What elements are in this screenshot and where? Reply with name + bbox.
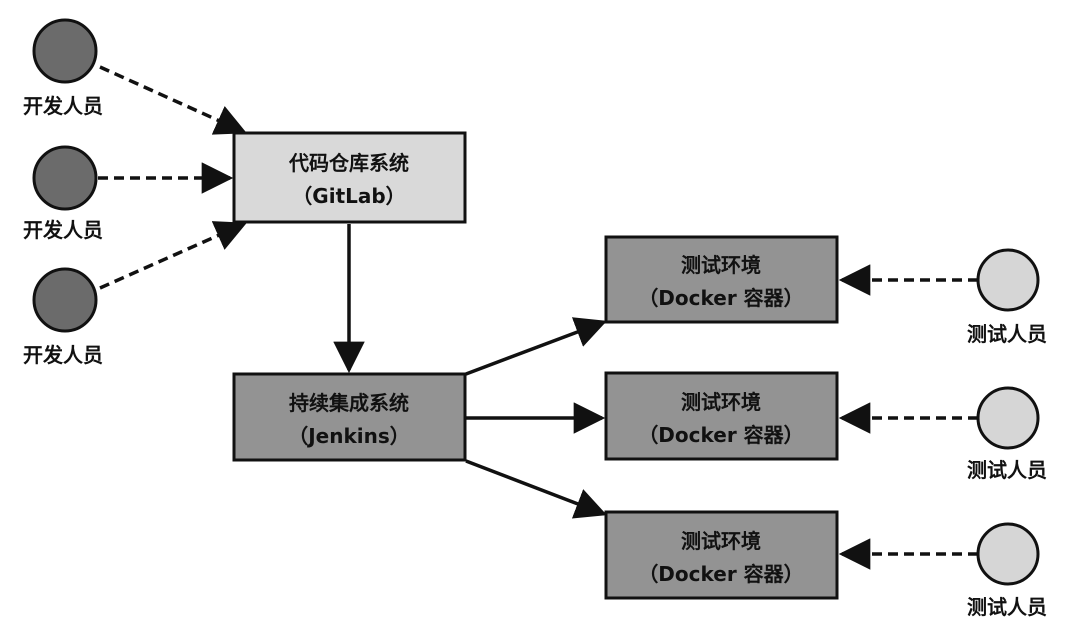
tester-node — [976, 248, 1040, 312]
developer-1: 开发人员 — [23, 18, 103, 118]
gitlab-box — [232, 131, 467, 224]
environment-title: 测试环境 — [681, 390, 761, 414]
edge-developer-1-to-gitlab — [99, 65, 247, 135]
tester-3: 测试人员 — [967, 522, 1047, 619]
developer-label: 开发人员 — [23, 94, 103, 118]
environment-box — [604, 510, 839, 600]
developer-node — [32, 18, 98, 84]
tester-node — [976, 522, 1040, 586]
developer-label: 开发人员 — [23, 343, 103, 367]
environment-2: 测试环境 （Docker 容器） — [604, 371, 839, 461]
developer-node — [32, 145, 98, 211]
developer-2: 开发人员 — [23, 145, 103, 242]
developer-node — [32, 267, 98, 333]
environment-3: 测试环境 （Docker 容器） — [604, 510, 839, 600]
jenkins-box — [232, 372, 467, 462]
jenkins-node: 持续集成系统 （Jenkins） — [232, 372, 467, 462]
developer-3: 开发人员 — [23, 267, 103, 367]
jenkins-subtitle: （Jenkins） — [288, 424, 410, 448]
edge-developer-3-to-gitlab — [99, 221, 247, 290]
environment-box — [604, 235, 839, 324]
jenkins-title: 持续集成系统 — [289, 391, 409, 415]
environment-box — [604, 371, 839, 461]
edge-jenkins-to-env-1 — [465, 317, 607, 376]
tester-label: 测试人员 — [967, 458, 1047, 482]
environment-subtitle: （Docker 容器） — [638, 562, 803, 586]
edges — [98, 65, 978, 570]
edge-jenkins-to-env-3 — [465, 459, 607, 519]
tester-label: 测试人员 — [967, 595, 1047, 619]
tester-label: 测试人员 — [967, 322, 1047, 346]
gitlab-title: 代码仓库系统 — [288, 151, 409, 175]
tester-1: 测试人员 — [967, 248, 1047, 346]
environment-title: 测试环境 — [681, 253, 761, 277]
environment-title: 测试环境 — [681, 529, 761, 553]
gitlab-subtitle: （GitLab） — [292, 184, 405, 208]
environment-1: 测试环境 （Docker 容器） — [604, 235, 839, 324]
developer-label: 开发人员 — [23, 218, 103, 242]
environment-subtitle: （Docker 容器） — [638, 423, 803, 447]
environment-subtitle: （Docker 容器） — [638, 286, 803, 310]
tester-2: 测试人员 — [967, 386, 1047, 482]
gitlab-node: 代码仓库系统 （GitLab） — [232, 131, 467, 224]
tester-node — [976, 386, 1040, 450]
